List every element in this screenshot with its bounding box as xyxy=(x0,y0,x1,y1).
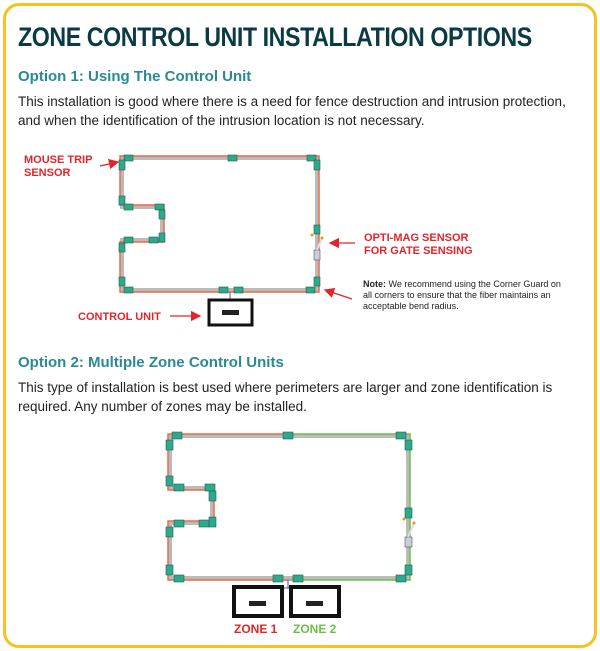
option2-heading: Option 2: Multiple Zone Control Units xyxy=(18,354,284,371)
opti-mag-sensor-label: OPTI-MAG SENSOR FOR GATE SENSING xyxy=(364,232,473,257)
page-title: ZONE CONTROL UNIT INSTALLATION OPTIONS xyxy=(18,22,532,52)
gate-sensor-icon xyxy=(313,249,321,261)
zone1-control-unit xyxy=(232,585,284,618)
note-text: We recommend using the Corner Guard on a… xyxy=(363,279,561,311)
zone1-label: ZONE 1 xyxy=(234,622,278,636)
corner-guards xyxy=(118,154,321,294)
corner-guard-note: Note: We recommend using the Corner Guar… xyxy=(363,279,563,312)
control-unit-icon xyxy=(222,310,239,315)
panel-frame xyxy=(3,3,597,648)
option2-diagram xyxy=(165,431,416,618)
option2-description: This type of installation is best used w… xyxy=(18,380,553,414)
zone2-label: ZONE 2 xyxy=(293,622,337,636)
option1-heading: Option 1: Using The Control Unit xyxy=(18,68,252,85)
note-label: Note: xyxy=(363,279,386,289)
option1-description: This installation is good where there is… xyxy=(18,94,566,128)
option1-diagram xyxy=(99,154,355,327)
corner-guards xyxy=(165,431,413,583)
mouse-trip-sensor-label: MOUSE TRIP SENSOR xyxy=(24,154,93,179)
gate-sensor-icon xyxy=(404,536,413,548)
control-unit-label: CONTROL UNIT xyxy=(78,311,161,323)
